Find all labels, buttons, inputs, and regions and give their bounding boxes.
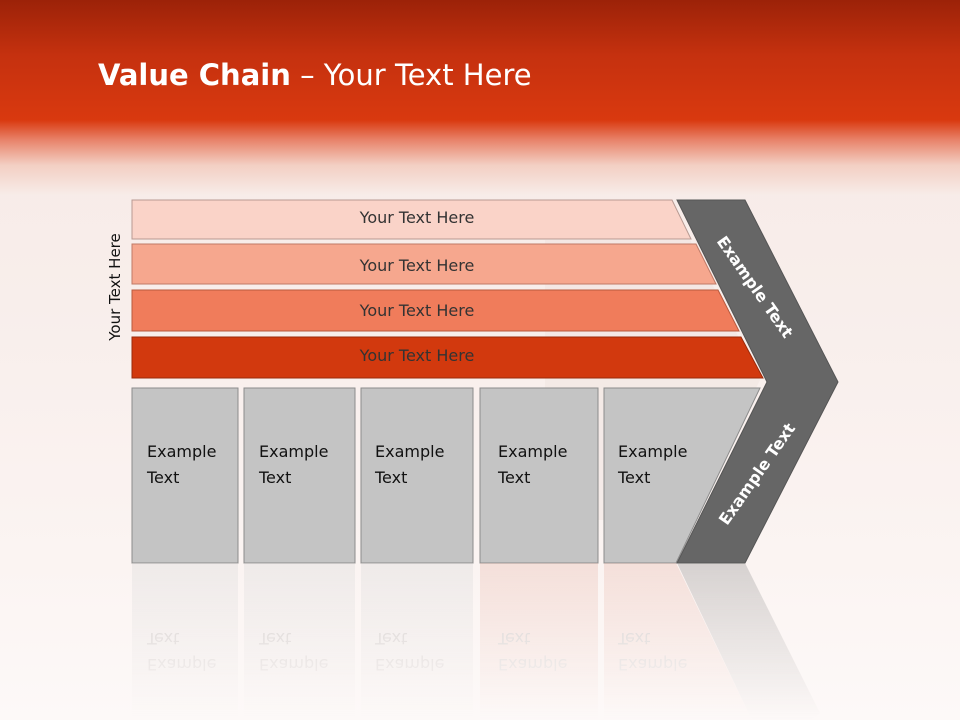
column-label-line: Example	[375, 442, 445, 461]
title-bold: Value Chain	[98, 58, 291, 92]
column-label-line: Text	[259, 468, 292, 487]
support-row-2-label: Your Text Here	[359, 256, 475, 275]
primary-column-5-label: Example Text	[618, 439, 714, 491]
header-band	[0, 0, 960, 195]
support-row-2	[131, 243, 717, 285]
column-label-line: Example	[498, 442, 568, 461]
primary-column-4	[479, 387, 599, 564]
primary-column-3	[360, 387, 474, 564]
page-title: Value Chain – Your Text Here	[98, 55, 532, 95]
support-row-1	[131, 199, 692, 240]
primary-column-2	[243, 387, 356, 564]
column-label-line: Text	[618, 468, 651, 487]
title-rest: – Your Text Here	[290, 58, 532, 92]
column-label-line: Example	[618, 442, 688, 461]
primary-column-2-label: Example Text	[259, 439, 355, 491]
support-row-3-label: Your Text Here	[359, 301, 475, 320]
primary-column-4-label: Example Text	[498, 439, 594, 491]
primary-column-1-label: Example Text	[147, 439, 243, 491]
support-row-1-label: Your Text Here	[359, 208, 475, 227]
column-label-line: Text	[498, 468, 531, 487]
column-label-line: Example	[147, 442, 217, 461]
column-label-line: Text	[375, 468, 408, 487]
margin-chevron	[676, 199, 839, 564]
support-row-3	[131, 289, 740, 332]
primary-column-3-label: Example Text	[375, 439, 471, 491]
support-row-4-label: Your Text Here	[359, 346, 475, 365]
column-label-line: Example	[259, 442, 329, 461]
support-row-4	[131, 336, 764, 379]
primary-column-1	[131, 387, 239, 564]
primary-column-5	[603, 387, 761, 564]
column-label-line: Text	[147, 468, 180, 487]
